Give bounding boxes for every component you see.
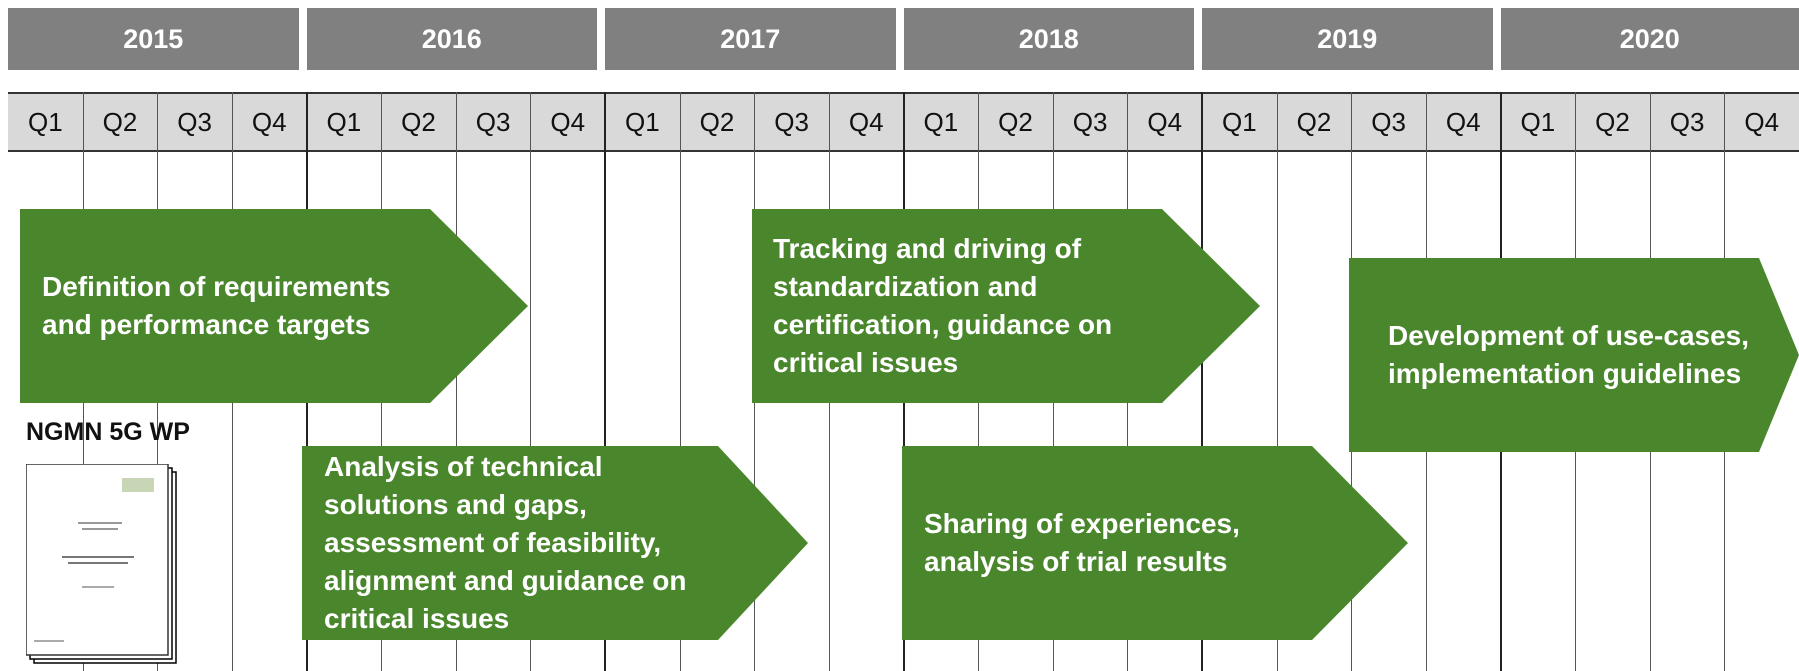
quarter-cell: Q2	[998, 106, 1033, 137]
phase-line: Sharing of experiences,	[924, 508, 1240, 539]
quarter-cell: Q1	[1520, 106, 1556, 137]
phase-arrow-sharing: Sharing of experiences, analysis of tria…	[902, 446, 1408, 640]
phase-line: critical issues	[324, 603, 510, 634]
phase-arrow-requirements: Definition of requirements and performan…	[20, 209, 528, 403]
phase-arrow-analysis: Analysis of technical solutions and gaps…	[302, 446, 808, 640]
quarter-cell: Q1	[1221, 106, 1257, 137]
phase-line: critical issues	[773, 347, 959, 378]
quarter-cell: Q4	[1744, 106, 1780, 137]
year-header-2019: 2019	[1202, 8, 1493, 70]
quarter-cell: Q2	[401, 106, 436, 137]
quarter-cell: Q1	[624, 106, 660, 137]
quarter-cell: Q1	[27, 106, 63, 137]
quarter-cell: Q2	[1296, 106, 1332, 137]
phase-line: analysis of trial results	[924, 546, 1228, 577]
year-header-2020: 2020	[1500, 8, 1799, 70]
year-divider-line	[604, 92, 606, 671]
phase-line: alignment and guidance on	[324, 565, 687, 596]
phase-text: Analysis of technical solutions and gaps…	[324, 448, 686, 638]
phase-line: standardization and	[773, 271, 1038, 302]
quarter-cell: Q4	[1445, 106, 1481, 137]
quarter-divider-line	[530, 92, 531, 671]
quarter-cell: Q1	[326, 106, 362, 137]
document-thumbnail-icon	[26, 464, 177, 664]
year-divider-line	[1201, 92, 1203, 671]
phase-text: Tracking and driving of standardization …	[773, 230, 1112, 382]
phase-arrow-use-cases: Development of use-cases, implementation…	[1349, 258, 1799, 452]
phase-line: Development of use-cases,	[1388, 320, 1750, 351]
phase-line: solutions and gaps,	[324, 489, 587, 520]
quarter-cell: Q4	[251, 106, 287, 137]
quarter-cell: Q4	[848, 106, 884, 137]
phase-line: assessment of feasibility,	[324, 527, 662, 558]
quarter-cell: Q4	[550, 106, 586, 137]
quarter-cell: Q1	[923, 106, 959, 137]
quarter-divider-line	[680, 92, 681, 671]
quarter-cell: Q3	[1669, 106, 1705, 137]
phase-text: Sharing of experiences, analysis of tria…	[924, 505, 1240, 581]
phase-arrow-tracking: Tracking and driving of standardization …	[752, 209, 1260, 403]
phase-line: implementation guidelines	[1388, 358, 1742, 389]
phase-text: Definition of requirements and performan…	[42, 268, 390, 344]
quarter-divider-line	[456, 92, 457, 671]
phase-line: Tracking and driving of	[773, 233, 1082, 264]
quarter-cell: Q3	[774, 106, 809, 137]
quarter-cell: Q2	[699, 106, 735, 137]
phase-line: certification, guidance on	[773, 309, 1113, 340]
phase-text: Development of use-cases, implementation…	[1388, 317, 1749, 393]
phase-line: and performance targets	[42, 309, 371, 340]
quarter-cell: Q2	[1595, 106, 1630, 137]
year-header-2018: 2018	[903, 8, 1194, 70]
quarter-cell: Q3	[177, 106, 212, 137]
quarter-cell: Q3	[1371, 106, 1406, 137]
quarter-divider-line	[1277, 92, 1278, 671]
phase-line: Analysis of technical	[324, 451, 603, 482]
quarter-cell: Q3	[1072, 106, 1108, 137]
phase-line: Definition of requirements	[42, 271, 391, 302]
document-label: NGMN 5G WP	[26, 418, 190, 446]
year-header-2015: 2015	[8, 8, 299, 70]
quarter-cell: Q4	[1147, 106, 1183, 137]
year-header-2016: 2016	[306, 8, 597, 70]
quarter-cell: Q3	[475, 106, 511, 137]
quarter-cell: Q2	[102, 106, 138, 137]
year-header-2017: 2017	[605, 8, 896, 70]
